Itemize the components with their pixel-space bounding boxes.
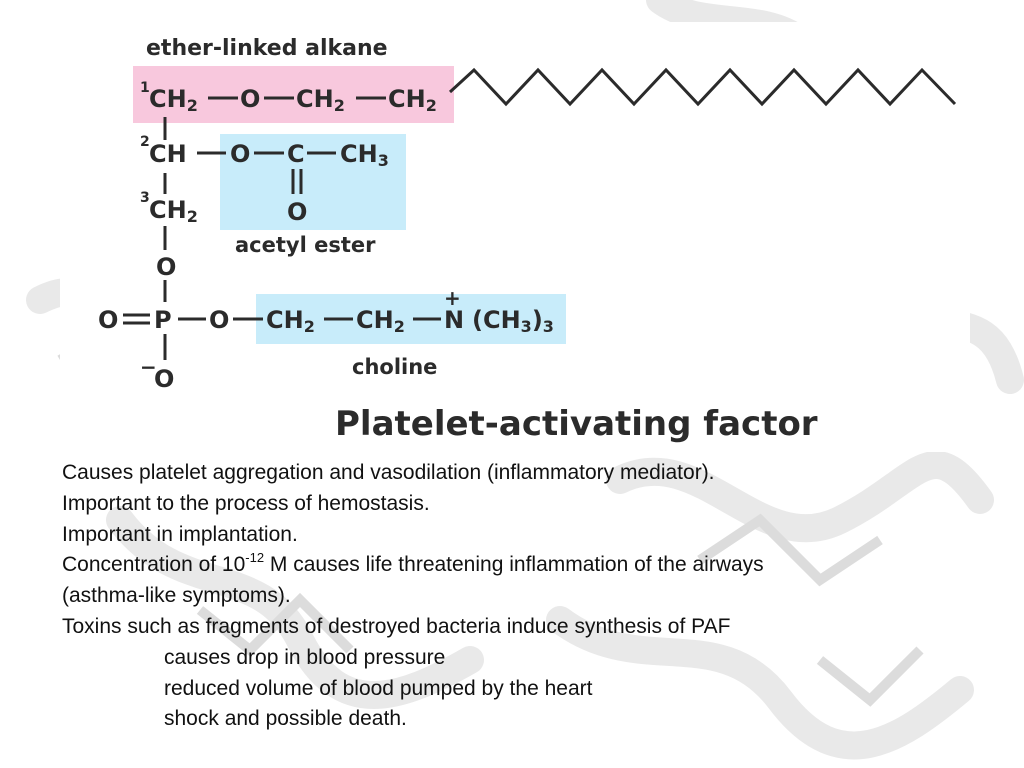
- phosphoryl-oxygen: O: [98, 306, 118, 334]
- c1-ch2: CH2: [149, 85, 198, 115]
- nitrogen-positive-charge: +: [444, 286, 461, 310]
- phosphorus: P: [154, 306, 172, 334]
- carbon-number-3: 3: [140, 190, 150, 206]
- text-line-blood-pressure: causes drop in blood pressure: [164, 645, 446, 669]
- concentration-suffix: M causes life threatening inflammation o…: [264, 553, 764, 577]
- paf-description-text: Causes platelet aggregation and vasodila…: [62, 458, 962, 735]
- paf-structure-diagram: ether-linked alkane acetyl ester choline…: [98, 36, 957, 444]
- carbon-number-2: 2: [140, 134, 150, 150]
- ether-linked-alkane-label: ether-linked alkane: [146, 36, 388, 61]
- ether-ch2-a: CH2: [296, 85, 345, 115]
- carbon-number-1: 1: [140, 80, 150, 96]
- paf-structure-panel: ether-linked alkane acetyl ester choline…: [60, 22, 970, 452]
- text-line-asthma: (asthma-like symptoms).: [62, 584, 291, 608]
- quaternary-nitrogen: N: [444, 306, 464, 334]
- carbonyl-carbon: C: [287, 140, 305, 168]
- diagram-title: Platelet-activating factor: [335, 404, 818, 444]
- choline-ester-oxygen: O: [209, 306, 229, 334]
- phosphate-anion-oxygen: O: [154, 365, 174, 393]
- oxygen-negative-charge: −: [140, 355, 157, 379]
- acetyl-methyl: CH3: [340, 140, 389, 170]
- text-line-implantation: Important in implantation.: [62, 522, 298, 546]
- c3-ch2: CH2: [149, 196, 198, 226]
- acetyl-highlight-box: [220, 134, 406, 230]
- ester-oxygen: O: [230, 140, 250, 168]
- alkane-zigzag-chain: [448, 67, 957, 107]
- choline-ch2-a: CH2: [266, 306, 315, 336]
- ether-oxygen: O: [240, 85, 260, 113]
- text-line-shock: shock and possible death.: [164, 707, 407, 731]
- text-line-concentration: Concentration of 10-12 M causes life thr…: [62, 550, 962, 581]
- text-line-blood-volume: reduced volume of blood pumped by the he…: [164, 676, 593, 700]
- text-line-toxins: Toxins such as fragments of destroyed ba…: [62, 614, 731, 638]
- trimethyl-group: (CH3)3: [472, 306, 554, 336]
- c2-ch: CH: [149, 140, 187, 168]
- ether-ch2-b: CH2: [388, 85, 437, 115]
- phosphoester-oxygen: O: [156, 253, 176, 281]
- ether-highlight-box: [133, 66, 454, 123]
- acetyl-ester-label: acetyl ester: [235, 233, 376, 257]
- concentration-prefix: Concentration of 10: [62, 553, 246, 577]
- concentration-exponent: -12: [245, 550, 265, 566]
- carbonyl-oxygen: O: [287, 198, 307, 226]
- choline-ch2-b: CH2: [356, 306, 405, 336]
- text-line-hemostasis: Important to the process of hemostasis.: [62, 491, 430, 515]
- choline-label: choline: [352, 355, 437, 379]
- choline-highlight-box: [256, 294, 566, 344]
- text-line-aggregation: Causes platelet aggregation and vasodila…: [62, 461, 715, 484]
